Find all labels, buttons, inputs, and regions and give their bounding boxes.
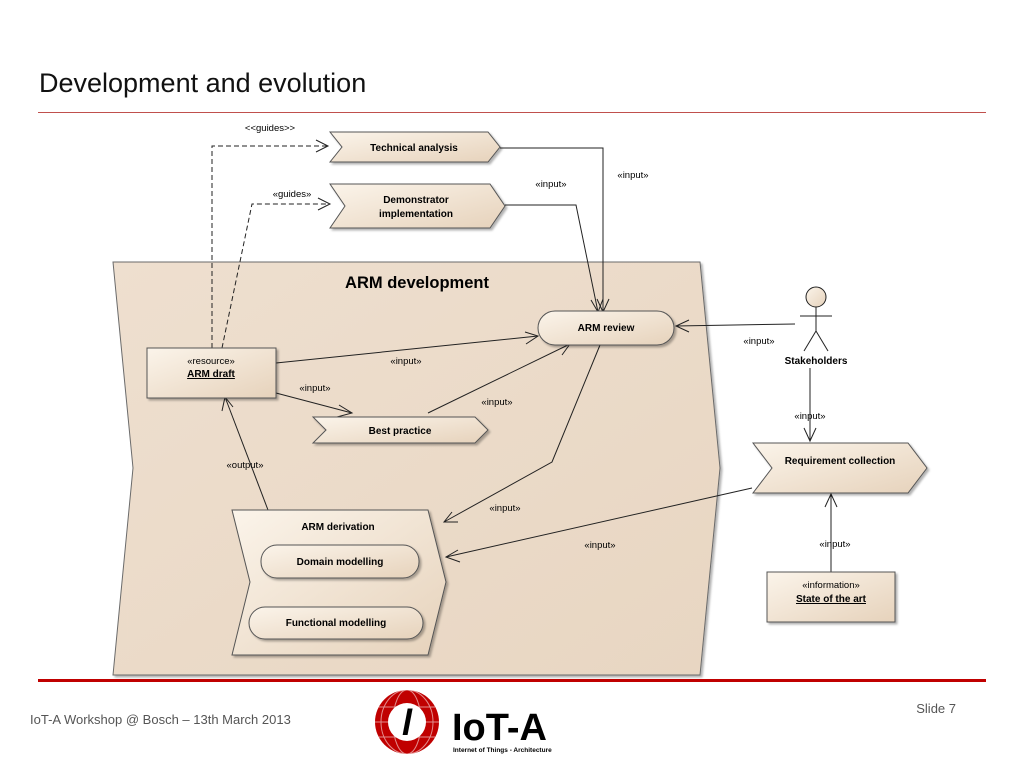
technical-analysis-label: Technical analysis bbox=[370, 143, 458, 154]
edge-draft-bestpractice bbox=[275, 392, 353, 414]
domain-modelling-label: Domain modelling bbox=[297, 557, 384, 568]
globe-icon: l bbox=[375, 689, 439, 755]
arrowhead-stateofart-requirement bbox=[824, 492, 838, 508]
arm-development-title: ARM development bbox=[345, 274, 489, 292]
functional-modelling-label: Functional modelling bbox=[286, 618, 387, 629]
label-guides-demo: «guides» bbox=[273, 189, 312, 200]
best-practice-label: Best practice bbox=[369, 426, 432, 437]
label-output-derivation: «out​put» bbox=[227, 460, 264, 471]
node-arm-draft[interactable]: «resource» ARM draft bbox=[146, 347, 277, 399]
arrowhead-stakeholder-requirement bbox=[803, 427, 817, 443]
label-input-requirement-derivation: «input» bbox=[584, 540, 615, 551]
requirement-collection-label: Requirement collection bbox=[785, 456, 896, 467]
node-best-practice[interactable]: Best practice bbox=[311, 416, 489, 444]
arrowhead-review-derivation bbox=[442, 511, 458, 523]
state-of-art-name: State of the art bbox=[796, 594, 867, 605]
demonstrator-label-line2: implementation bbox=[379, 209, 453, 220]
node-domain-modelling[interactable]: Domain modelling bbox=[260, 544, 420, 579]
arrowhead-stakeholder-review bbox=[674, 319, 690, 333]
footer-text: IoT-A Workshop @ Bosch – 13th March 2013 bbox=[30, 712, 291, 727]
arrowhead-guides-demo bbox=[317, 197, 332, 211]
stakeholders-label: Stakeholders bbox=[785, 356, 848, 367]
edge-requirement-derivation bbox=[445, 487, 753, 558]
logo-tagline: Internet of Things - Architecture bbox=[453, 747, 552, 754]
node-functional-modelling[interactable]: Functional modelling bbox=[248, 606, 424, 640]
label-input-stakeholder-review: «input» bbox=[743, 336, 774, 347]
label-input-bestpractice-review: «input» bbox=[481, 397, 512, 408]
edge-draft-review bbox=[275, 335, 539, 364]
label-input-draft-bestpractice: «input» bbox=[299, 383, 330, 394]
iot-a-logo: l IoT-A Internet of Things - Architectur… bbox=[375, 689, 552, 755]
arrowhead-draft-bestpractice bbox=[336, 404, 354, 418]
logo-name: IoT-A bbox=[452, 707, 547, 749]
edge-guides-tech bbox=[211, 145, 328, 348]
edge-stakeholder-review bbox=[675, 323, 796, 327]
node-state-of-the-art[interactable]: «information» State of the art bbox=[766, 571, 896, 623]
edge-demo-review bbox=[505, 204, 599, 313]
node-stakeholders[interactable]: Stakeholders bbox=[785, 286, 848, 367]
node-technical-analysis[interactable]: Technical analysis bbox=[328, 131, 501, 163]
slide-number: Slide 7 bbox=[916, 701, 956, 716]
label-input-draft-review: «input» bbox=[390, 356, 421, 367]
arm-derivation-label: ARM derivation bbox=[301, 522, 374, 533]
edge-bestpractice-review bbox=[427, 343, 571, 414]
label-input-demo: «input» bbox=[535, 179, 566, 190]
node-requirement-collection[interactable]: Requirement collection bbox=[751, 442, 928, 494]
arrowhead-draft-review bbox=[524, 331, 540, 345]
arm-review-label: ARM review bbox=[578, 323, 635, 334]
edge-tech-review bbox=[500, 147, 604, 312]
label-input-tech: «input» bbox=[617, 170, 648, 181]
edge-guides-demo bbox=[221, 203, 330, 349]
arrowhead-requirement-derivation bbox=[444, 549, 461, 563]
edge-derivation-draft bbox=[224, 396, 269, 511]
arrowhead-guides-tech bbox=[315, 139, 330, 153]
title-divider bbox=[38, 112, 986, 113]
arm-draft-stereotype: «resource» bbox=[187, 356, 235, 367]
demonstrator-label-line1: Demonstrator bbox=[383, 195, 449, 206]
slide-title: Development and evolution bbox=[39, 68, 367, 98]
label-input-review-derivation: «input» bbox=[489, 503, 520, 514]
edge-review-derivation bbox=[443, 344, 601, 523]
state-of-art-stereotype: «information» bbox=[802, 580, 860, 591]
label-input-stateofart-requirement: «input» bbox=[819, 539, 850, 550]
node-demonstrator-implementation[interactable]: Demonstrator implementation bbox=[329, 183, 506, 229]
node-arm-review[interactable]: ARM review bbox=[537, 310, 675, 346]
svg-text:l: l bbox=[402, 702, 413, 743]
footer-divider bbox=[38, 679, 986, 682]
arm-draft-name: ARM draft bbox=[187, 369, 235, 380]
actor-icon bbox=[800, 286, 832, 352]
label-input-stakeholder-requirement: «input» bbox=[794, 411, 825, 422]
label-guides-tech: <<guides>> bbox=[245, 123, 296, 134]
